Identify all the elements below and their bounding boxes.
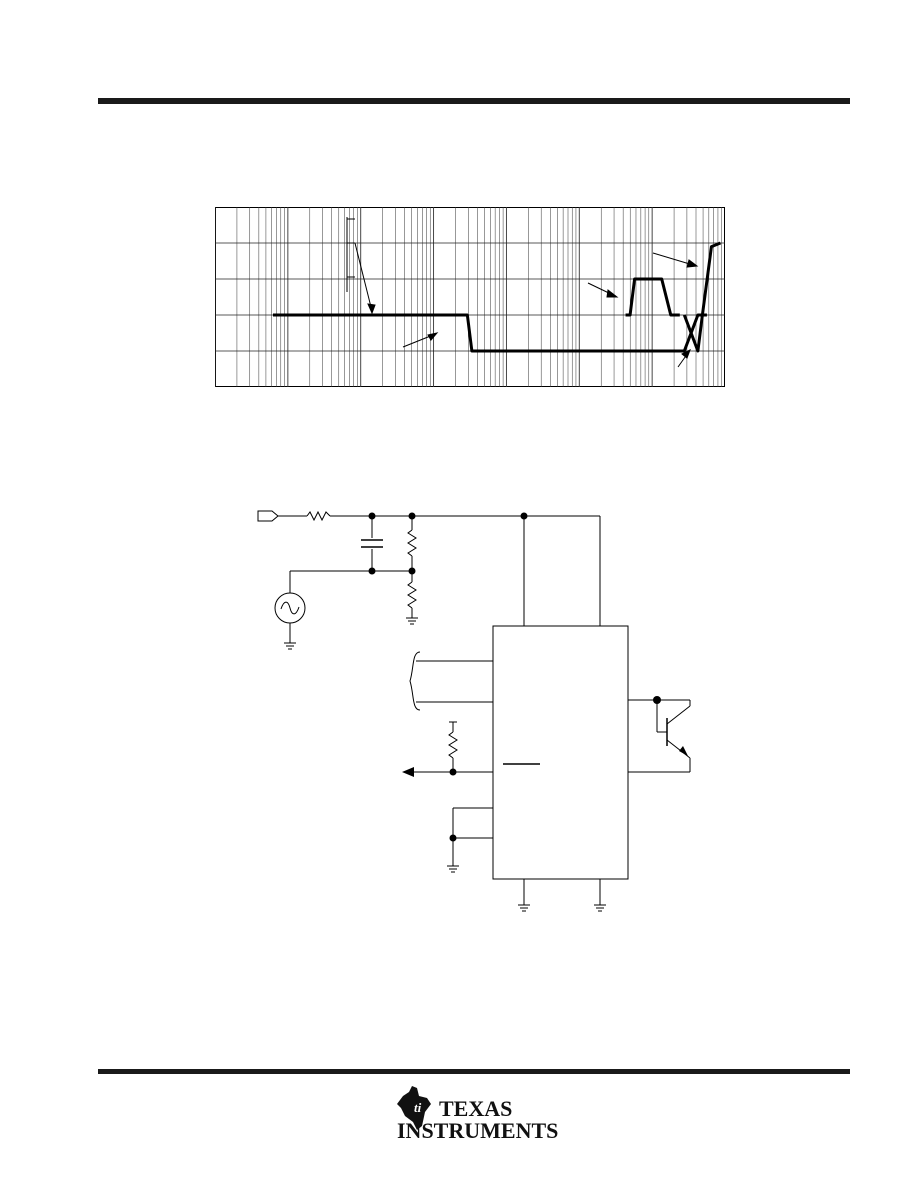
chart-grid [215,207,722,387]
series-line-2 [625,277,680,317]
arrow-line [354,242,373,312]
application-schematic [257,510,691,912]
arrow-line [652,252,694,266]
input-brace [409,651,421,711]
ti-state-icon [397,1086,431,1130]
series-line-1 [273,313,707,353]
input-resistor [306,510,331,522]
junction-dot [520,512,528,520]
bottom-rule [98,1069,850,1074]
sine-wave-icon [280,601,300,615]
junction-dot [653,696,661,704]
arrow-head [606,289,619,298]
top-rule [98,98,850,104]
emitter-arrow-icon [679,746,688,756]
junction-dot [449,834,457,842]
logo-line1: TEXAS [439,1096,512,1121]
output-arrow-icon [402,767,414,777]
ti-monogram: ti [414,1100,422,1115]
divider-resistor-top [407,529,417,557]
junction-dot [449,768,457,776]
arrow-head [681,348,691,359]
series-line-3 [682,241,722,353]
texas-instruments-logo: ti TEXAS INSTRUMENTS [397,1086,558,1142]
divider-resistor-bottom [407,581,417,609]
annotation-arrows [346,217,699,368]
arrow-head [427,332,439,341]
arrow-head [367,303,376,315]
chart-series [273,241,722,353]
chart-frame [215,207,725,387]
pullup-resistor [448,731,458,759]
level-chart [215,207,725,387]
junction-dot [368,567,376,575]
junction-dot [408,512,416,520]
arrow-line [402,334,434,348]
input-connector [257,510,279,522]
ic-package [492,625,629,880]
transistor-collector [666,705,691,725]
arrow-head [686,259,699,268]
logo-line2: INSTRUMENTS [397,1118,558,1142]
junction-dot [368,512,376,520]
transistor-emitter [666,739,691,759]
junction-dot [408,567,416,575]
